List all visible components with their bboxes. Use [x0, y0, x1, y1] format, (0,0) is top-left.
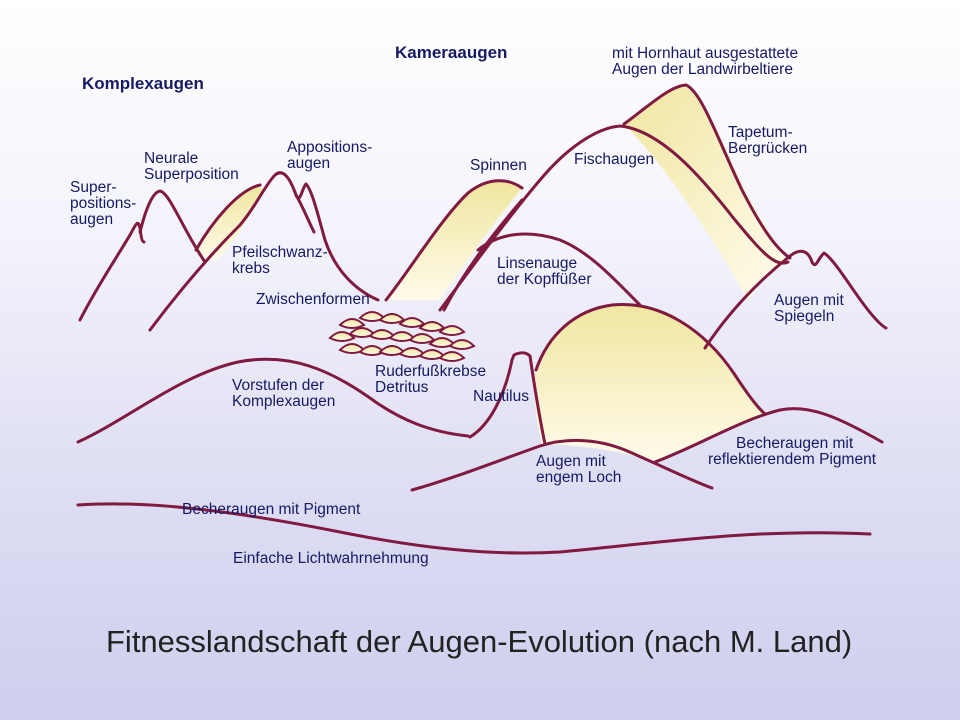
- label-line: der Kopffüßer: [497, 271, 592, 288]
- label-line: krebs: [232, 260, 270, 277]
- becheraugen-pigment-curve: [76, 502, 872, 555]
- spinnen-curve: [384, 179, 524, 302]
- label-augen-mit-spiegeln: Augen mit Spiegeln: [774, 293, 844, 325]
- appositions-fill: [196, 186, 264, 262]
- label-linsenauge: Linsenauge der Kopffüßer: [497, 256, 592, 288]
- label-line: Super-: [70, 179, 117, 196]
- label-line: Tapetum-: [728, 124, 793, 141]
- linsenauge-curve: [476, 232, 642, 307]
- label-line: Ruderfußkrebse: [375, 363, 487, 380]
- vorstufen-curve: [76, 357, 470, 444]
- label-line: Detritus: [375, 379, 429, 396]
- landwirbeltiere-curve: [622, 83, 792, 260]
- label-line: positions-: [70, 195, 137, 212]
- label-line: Neurale: [144, 150, 199, 167]
- label-line: Becheraugen mit: [736, 435, 854, 452]
- label-neurale-superposition: Neurale Superposition: [144, 151, 239, 183]
- label-augen-engem-loch: Augen mit engem Loch: [536, 454, 621, 486]
- spiegeln-curve: [703, 249, 888, 350]
- becheraugen-reflekt-curve: [653, 407, 884, 464]
- label-line: reflektierendem Pigment: [708, 451, 876, 468]
- label-line: augen: [70, 211, 114, 228]
- landwirbeltiere-fill: [624, 86, 788, 300]
- label-line: Bergrücken: [728, 140, 808, 157]
- label-hornhaut: mit Hornhaut ausgestattete Augen der Lan…: [612, 46, 798, 78]
- label-line: Pfeilschwanz-: [232, 244, 328, 261]
- label-spinnen: Spinnen: [470, 157, 527, 174]
- fischaugen-curve: [438, 124, 790, 312]
- label-pfeilschwanzkrebs: Pfeilschwanz- krebs: [232, 245, 328, 277]
- label-line: Linsenauge: [497, 255, 578, 272]
- label-ruderfusskrebse: Ruderfußkrebse Detritus: [375, 364, 486, 396]
- label-fischaugen: Fischaugen: [574, 151, 655, 168]
- label-superpositionsaugen: Super- positions- augen: [70, 180, 136, 228]
- spinnen-fill: [386, 181, 522, 300]
- ruderfuss-scales: [328, 311, 476, 362]
- label-becheraugen-pigment: Becheraugen mit Pigment: [182, 501, 361, 518]
- neurale-curve: [138, 189, 207, 264]
- label-line: engem Loch: [536, 469, 622, 486]
- label-einfache-lichtwahrnehmung: Einfache Lichtwahrnehmung: [233, 550, 429, 567]
- label-vorstufen: Vorstufen der Komplexaugen: [232, 378, 335, 410]
- header-komplexaugen: Komplexaugen: [82, 74, 204, 93]
- label-becheraugen-reflektierend: Becheraugen mit reflektierendem Pigment: [708, 436, 876, 468]
- appositions-side-curve: [294, 193, 316, 234]
- superposition-curve: [78, 221, 146, 322]
- label-line: Appositions-: [287, 139, 373, 156]
- label-line: Augen mit: [774, 292, 844, 309]
- page-title: Fitnesslandschaft der Augen-Evolution (n…: [106, 624, 853, 659]
- appositions-inner-curve: [194, 183, 262, 252]
- label-line: Superposition: [144, 166, 239, 183]
- label-line: Komplexaugen: [232, 393, 336, 410]
- label-line: Augen der Landwirbeltiere: [612, 61, 793, 78]
- nautilus-curve: [468, 351, 547, 446]
- label-line: Spiegeln: [774, 308, 835, 325]
- label-tapetum: Tapetum- Bergrücken: [728, 125, 807, 157]
- nautilus-mountain-curve: [534, 302, 767, 416]
- label-line: Vorstufen der: [232, 377, 325, 394]
- header-kameraaugen: Kameraaugen: [395, 43, 508, 62]
- label-line: Augen mit: [536, 453, 606, 470]
- engem-loch-curve: [410, 438, 714, 492]
- label-line: augen: [287, 155, 331, 172]
- label-line: mit Hornhaut ausgestattete: [612, 45, 799, 62]
- label-nautilus: Nautilus: [473, 388, 529, 405]
- label-zwischenformen: Zwischenformen: [256, 291, 370, 308]
- label-appositionsaugen: Appositions- augen: [287, 140, 372, 172]
